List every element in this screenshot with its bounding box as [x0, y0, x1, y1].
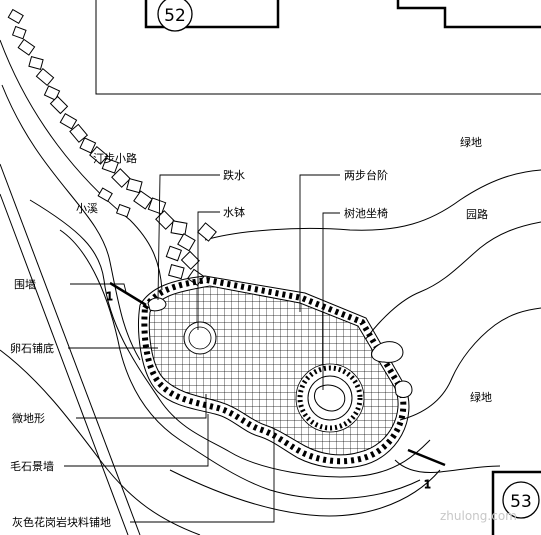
- boundary-wall: [0, 163, 141, 535]
- label-stepping-path: 汀步小路: [93, 152, 137, 165]
- section-mark-right: 1: [424, 478, 431, 491]
- label-green-right: 绿地: [470, 390, 492, 404]
- label-paving: 灰色花岗岩块料铺地: [12, 515, 111, 529]
- label-stream: 小溪: [76, 202, 98, 215]
- building-53: 53: [491, 470, 541, 535]
- label-micro-terrain: 微地形: [12, 411, 45, 425]
- label-rubble-wall: 毛石景墙: [10, 459, 54, 473]
- section-marks: 1 1: [106, 281, 446, 492]
- stepping-stones: [7, 8, 217, 287]
- tag-52-circle: [157, 0, 193, 32]
- watermark: zhulong.com: [440, 509, 517, 523]
- label-two-step: 两步台阶: [344, 168, 388, 182]
- boulders: [147, 297, 413, 398]
- building-52: 52: [95, 0, 541, 95]
- section-mark-left: 1: [106, 290, 113, 303]
- tag-52-label: 52: [164, 6, 186, 26]
- label-water-bowl: 水钵: [223, 205, 245, 219]
- label-tree-seat: 树池坐椅: [344, 206, 388, 220]
- label-pebble-bed: 卵石铺底: [10, 341, 54, 355]
- tag-53-circle: [502, 481, 540, 519]
- label-spring: 跌水: [223, 168, 245, 182]
- labels: 汀步小路 小溪 跌水 水钵 两步台阶 树池坐椅 绿地 园路 绿地 围墙 卵石铺底…: [10, 135, 492, 529]
- pool: [138, 275, 410, 469]
- label-green-top: 绿地: [460, 135, 482, 149]
- leader-lines: [64, 174, 340, 523]
- tag-53-label: 53: [510, 492, 532, 512]
- tree-seat: [295, 363, 365, 433]
- garden-road-edges: [204, 169, 541, 473]
- label-wall: 围墙: [14, 277, 36, 291]
- label-garden-road: 园路: [466, 208, 488, 221]
